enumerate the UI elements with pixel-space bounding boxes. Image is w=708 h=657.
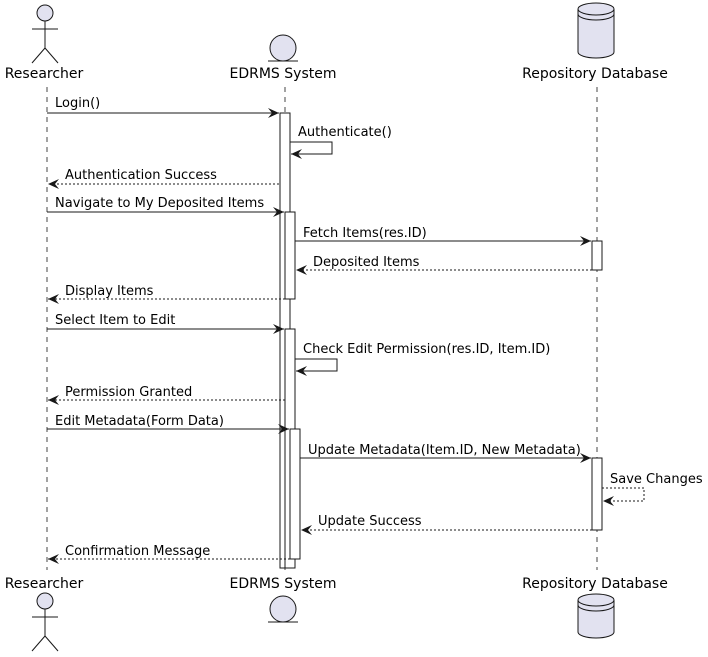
entity-icon — [268, 595, 298, 623]
message-label: Authenticate() — [298, 125, 392, 140]
message-label: Update Metadata(Item.ID, New Metadata) — [308, 443, 581, 458]
activation-bar — [284, 211, 296, 300]
entity-icon — [268, 34, 298, 62]
message-label: Fetch Items(res.ID) — [303, 226, 427, 241]
message-label: Deposited Items — [313, 255, 420, 270]
database-icon — [577, 2, 615, 59]
activations — [279, 112, 603, 569]
message-label: Display Items — [65, 284, 154, 299]
message-label: Login() — [55, 96, 100, 111]
message-label: Permission Granted — [65, 385, 192, 400]
message-label: Confirmation Message — [65, 544, 210, 559]
self-message-arrow — [290, 141, 333, 159]
participant-label-edrms-bottom: EDRMS System — [230, 576, 337, 592]
message-label: Select Item to Edit — [55, 313, 175, 328]
message-label: Navigate to My Deposited Items — [55, 196, 264, 211]
message-label: Authentication Success — [65, 168, 217, 183]
participant-label-repo: Repository Database — [522, 66, 668, 82]
message-label: Check Edit Permission(res.ID, Item.ID) — [303, 342, 550, 357]
self-return-arrow — [602, 487, 645, 506]
message-label: Update Success — [318, 514, 422, 529]
self-message-arrow — [295, 358, 338, 376]
activation-bar — [289, 428, 301, 560]
participant-label-researcher: Researcher — [5, 66, 84, 82]
participant-label-repo-bottom: Repository Database — [522, 576, 668, 592]
participants-bottom: Researcher EDRMS System Repository Datab… — [5, 576, 668, 652]
activation-bar — [591, 457, 603, 531]
messages: Login() Authenticate() Authentication Su… — [47, 96, 703, 564]
message-label: Edit Metadata(Form Data) — [55, 414, 224, 429]
activation-bar — [591, 240, 603, 271]
participant-label-edrms: EDRMS System — [230, 66, 337, 82]
actor-icon — [31, 4, 59, 64]
participant-label-researcher-bottom: Researcher — [5, 576, 84, 592]
actor-icon — [31, 592, 59, 652]
database-icon — [577, 593, 615, 639]
participants-top: Researcher EDRMS System Repository Datab… — [5, 2, 668, 82]
message-label: Save Changes — [610, 472, 703, 487]
